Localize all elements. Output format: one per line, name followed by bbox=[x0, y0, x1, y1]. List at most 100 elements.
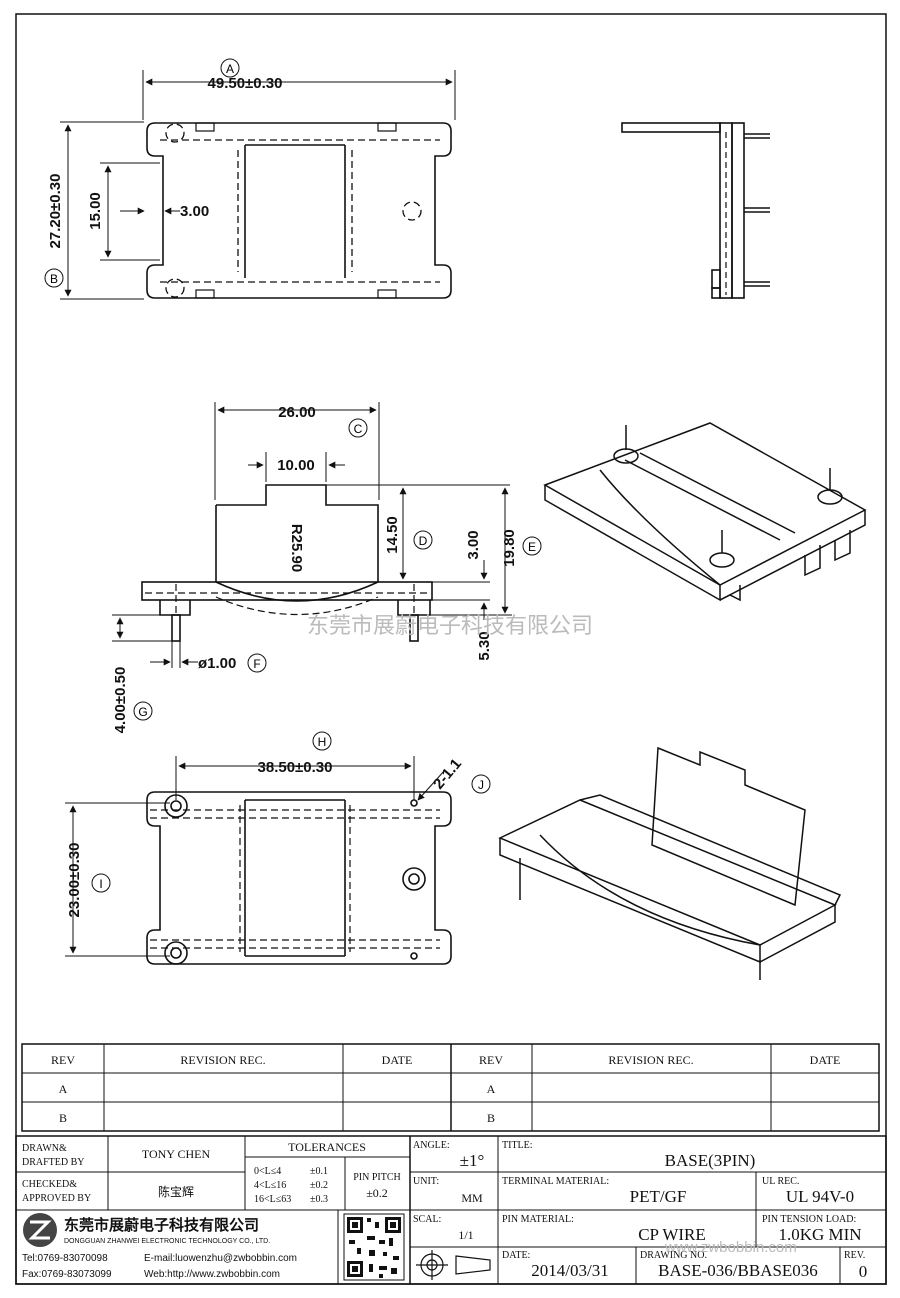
dim-front-base: 5.30 bbox=[476, 631, 493, 660]
dim-front-h1: 14.50 bbox=[384, 516, 401, 554]
revision-rec-header: REVISION REC. bbox=[180, 1053, 265, 1067]
pin-pitch-value: ±0.2 bbox=[366, 1186, 388, 1200]
svg-text:D: D bbox=[419, 534, 428, 548]
bottom-view bbox=[146, 791, 452, 965]
marker-i: I bbox=[91, 873, 111, 893]
svg-text:A: A bbox=[226, 62, 234, 76]
tol-range-1: 0<L≤4 bbox=[254, 1166, 281, 1177]
checked-label-2: APPROVED BY bbox=[22, 1193, 91, 1204]
tol-range-2: 4<L≤16 bbox=[254, 1180, 286, 1191]
checked-label-1: CHECKED& bbox=[22, 1179, 77, 1190]
top-view bbox=[146, 122, 452, 299]
company-fax: Fax:0769-83073099 bbox=[22, 1269, 112, 1280]
marker-j: J bbox=[471, 774, 491, 794]
title-value: BASE(3PIN) bbox=[665, 1151, 756, 1170]
date-header: DATE bbox=[810, 1053, 841, 1067]
svg-text:E: E bbox=[528, 540, 536, 554]
dim-bottom-height: 23.00±0.30 bbox=[66, 843, 83, 918]
rev-cell: A bbox=[59, 1082, 68, 1096]
company-logo bbox=[23, 1213, 57, 1247]
title-block-grid bbox=[15, 1135, 887, 1285]
marker-b: B bbox=[44, 268, 64, 288]
tol-value-3: ±0.3 bbox=[310, 1194, 328, 1205]
qr-code-icon bbox=[343, 1213, 405, 1281]
isometric-view-top bbox=[543, 422, 867, 602]
isometric-view-bottom bbox=[498, 746, 842, 980]
rev-cell: A bbox=[487, 1082, 496, 1096]
pin-tension-value: 1.0KG MIN bbox=[778, 1225, 861, 1244]
rev-cell: B bbox=[487, 1111, 495, 1125]
dim-top-width: 49.50±0.30 bbox=[208, 75, 283, 92]
date-value: 2014/03/31 bbox=[531, 1261, 608, 1280]
pin-tension-label: PIN TENSION LOAD: bbox=[762, 1214, 856, 1225]
side-view bbox=[621, 122, 770, 299]
dim-front-radius: R25.90 bbox=[288, 524, 305, 572]
front-view bbox=[141, 484, 433, 642]
angle-label: ANGLE: bbox=[413, 1140, 450, 1151]
dim-front-total: 19.80 bbox=[501, 529, 518, 567]
dim-front-h2: 3.00 bbox=[465, 530, 482, 559]
marker-labels: A B C D E F G H I J bbox=[44, 58, 542, 893]
title-block-text: DRAWN& DRAFTED BY TONY CHEN CHECKED& APP… bbox=[22, 1140, 867, 1281]
revision-headers: REV REVISION REC. DATE REV REVISION REC.… bbox=[51, 1053, 840, 1125]
drawn-value: TONY CHEN bbox=[142, 1147, 211, 1161]
dim-top-inner: 15.00 bbox=[87, 192, 104, 230]
marker-a: A bbox=[220, 58, 240, 78]
site-watermark: www.zwbobbin.com bbox=[664, 1239, 797, 1256]
projection-symbol-icon bbox=[416, 1250, 491, 1280]
rev-label: REV. bbox=[844, 1250, 865, 1261]
pin-material-value: CP WIRE bbox=[638, 1225, 706, 1244]
svg-text:J: J bbox=[478, 778, 484, 792]
dim-front-width: 26.00 bbox=[278, 404, 316, 421]
checked-value: 陈宝辉 bbox=[158, 1184, 194, 1199]
marker-f: F bbox=[247, 653, 267, 673]
pin-pitch-label: PIN PITCH bbox=[353, 1172, 401, 1183]
dim-top-height: 27.20±0.30 bbox=[47, 174, 64, 249]
scale-label: SCAL: bbox=[413, 1214, 441, 1225]
company-tel: Tel:0769-83070098 bbox=[22, 1253, 108, 1264]
dim-front-notch: 10.00 bbox=[277, 457, 315, 474]
tol-range-3: 16<L≤63 bbox=[254, 1194, 291, 1205]
drawing-no-value: BASE-036/BBASE036 bbox=[658, 1261, 818, 1280]
pin-material-label: PIN MATERIAL: bbox=[502, 1214, 574, 1225]
dim-pin-dia: ø1.00 bbox=[198, 655, 236, 672]
terminal-material-value: PET/GF bbox=[630, 1187, 687, 1206]
company-web: Web:http://www.zwbobbin.com bbox=[144, 1269, 280, 1280]
marker-h: H bbox=[312, 731, 332, 751]
rev-header: REV bbox=[51, 1053, 75, 1067]
unit-value: MM bbox=[461, 1191, 483, 1205]
date-label: DATE: bbox=[502, 1250, 530, 1261]
tolerances-label: TOLERANCES bbox=[288, 1140, 366, 1154]
dim-pin-len: 4.00±0.50 bbox=[112, 667, 129, 734]
svg-text:H: H bbox=[318, 735, 327, 749]
dim-top-offset: 3.00 bbox=[180, 203, 209, 220]
rev-cell: B bbox=[59, 1111, 67, 1125]
company-name-cn: 东莞市展蔚电子科技有限公司 bbox=[64, 1216, 259, 1234]
dim-bottom-width: 38.50±0.30 bbox=[258, 759, 333, 776]
title-label: TITLE: bbox=[502, 1140, 533, 1151]
watermark-text: 东莞市展蔚电子科技有限公司 bbox=[307, 613, 593, 638]
marker-c: C bbox=[348, 418, 368, 438]
rev-header: REV bbox=[479, 1053, 503, 1067]
terminal-material-label: TERMINAL MATERIAL: bbox=[502, 1176, 609, 1187]
drawing-no-label: DRAWING NO. bbox=[640, 1250, 707, 1261]
svg-text:G: G bbox=[138, 705, 147, 719]
revision-table bbox=[21, 1043, 880, 1132]
ul-label: UL REC. bbox=[762, 1176, 799, 1187]
svg-text:B: B bbox=[50, 272, 58, 286]
date-header: DATE bbox=[382, 1053, 413, 1067]
drawn-label-2: DRAFTED BY bbox=[22, 1157, 85, 1168]
company-email: E-mail:luowenzhu@zwbobbin.com bbox=[144, 1253, 297, 1264]
dim-hole-note: 2-1.1 bbox=[430, 755, 465, 792]
rev-value: 0 bbox=[859, 1262, 868, 1281]
marker-g: G bbox=[133, 701, 153, 721]
marker-d: D bbox=[413, 530, 433, 550]
svg-text:I: I bbox=[99, 877, 102, 891]
angle-value: ±1° bbox=[460, 1151, 485, 1170]
unit-label: UNIT: bbox=[413, 1176, 439, 1187]
drawn-label-1: DRAWN& bbox=[22, 1143, 67, 1154]
svg-text:F: F bbox=[253, 657, 260, 671]
company-name-en: DONGGUAN ZHANWEI ELECTRONIC TECHNOLOGY C… bbox=[64, 1238, 270, 1245]
